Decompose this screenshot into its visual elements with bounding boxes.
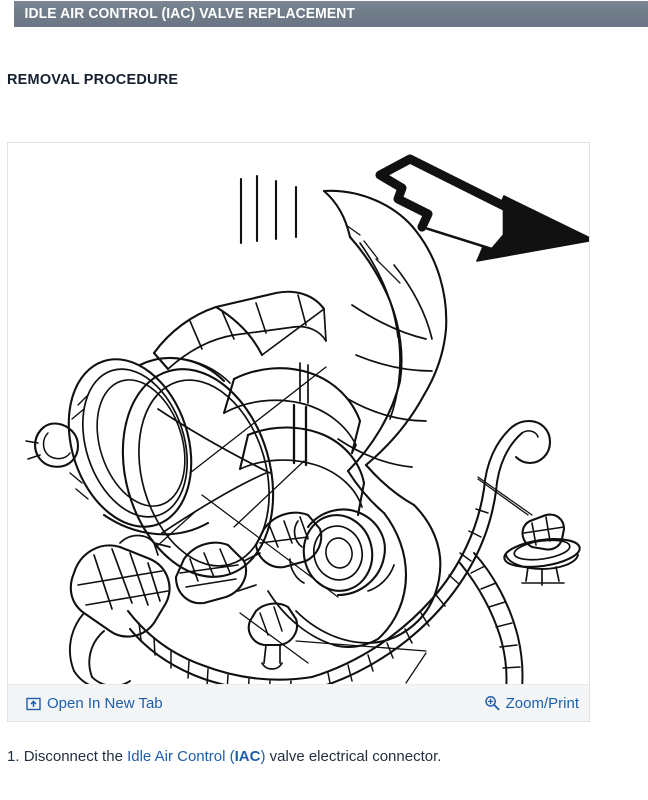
- step-text-after: valve electrical connector.: [269, 748, 442, 765]
- iac-term-suffix: ): [260, 748, 266, 765]
- throttle-body-line-drawing: [8, 143, 589, 684]
- open-in-new-tab-label: Open In New Tab: [47, 694, 163, 712]
- iac-term-link[interactable]: Idle Air Control (IAC): [127, 748, 265, 765]
- page-header-band: IDLE AIR CONTROL (IAC) VALVE REPLACEMENT: [14, 1, 648, 27]
- step-text-before: Disconnect the: [23, 748, 123, 765]
- page-title: IDLE AIR CONTROL (IAC) VALVE REPLACEMENT: [24, 6, 356, 22]
- figure-container: Open In New Tab Zoom/Print: [7, 142, 590, 722]
- figure-image[interactable]: [8, 143, 589, 684]
- callout-arrow-icon: [375, 154, 589, 262]
- step-number: 1.: [7, 748, 20, 765]
- zoom-print-label: Zoom/Print: [505, 694, 579, 712]
- magnifier-plus-icon: [484, 695, 500, 711]
- open-in-new-tab-icon: [26, 696, 41, 711]
- section-heading-removal-procedure: REMOVAL PROCEDURE: [7, 72, 179, 88]
- figure-toolbar: Open In New Tab Zoom/Print: [8, 684, 589, 721]
- open-in-new-tab-link[interactable]: Open In New Tab: [26, 695, 163, 712]
- iac-term-prefix: Idle Air Control (: [127, 748, 235, 765]
- iac-term-abbrev: IAC: [234, 748, 261, 765]
- step-1-text: 1. Disconnect the Idle Air Control (IAC)…: [7, 748, 441, 765]
- zoom-print-link[interactable]: Zoom/Print: [484, 695, 579, 712]
